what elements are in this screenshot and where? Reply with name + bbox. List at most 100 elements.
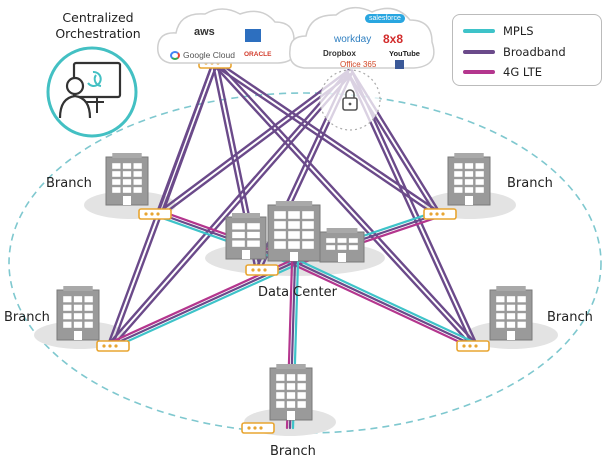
logo-google-dot bbox=[170, 51, 180, 60]
router-data-center-led bbox=[263, 268, 267, 272]
dc-building-center-window bbox=[288, 231, 300, 239]
dc-building-right-door bbox=[338, 253, 346, 262]
router-bottom-led bbox=[253, 426, 257, 430]
branch-building-bottom-window bbox=[297, 401, 306, 408]
branch-building-bottom-window bbox=[276, 374, 285, 381]
branch-building-bottom-window bbox=[286, 383, 296, 390]
logo-office365: Office 365 bbox=[340, 60, 377, 69]
branch-building-top-right-window bbox=[475, 163, 484, 169]
branch-building-mid-right-window bbox=[517, 304, 526, 311]
dc-building-left-door bbox=[242, 250, 250, 259]
router-top-left-led bbox=[156, 212, 160, 216]
branch-building-top-right-window bbox=[475, 171, 484, 177]
branch-building-top-left-window bbox=[122, 163, 132, 169]
branch-building-bottom-window bbox=[286, 401, 296, 408]
broadband-link-dc-3 bbox=[293, 260, 477, 348]
branch-building-mid-right bbox=[489, 286, 533, 341]
logo-8x8: 8x8 bbox=[383, 32, 404, 46]
branch-building-top-right-window bbox=[454, 163, 463, 169]
branch-building-mid-right-window bbox=[496, 304, 505, 311]
branch-label-bottom: Branch bbox=[270, 444, 316, 459]
dc-building-right bbox=[319, 228, 365, 263]
dc-building-right-roof bbox=[326, 228, 358, 233]
orchestration-icon bbox=[46, 46, 138, 138]
dc-building-left-window bbox=[247, 223, 260, 230]
router-mid-left-led bbox=[102, 344, 106, 348]
router-bottom-body bbox=[241, 422, 275, 434]
branch-building-top-left-door bbox=[123, 196, 131, 205]
router-data-center-led bbox=[257, 268, 261, 272]
legend-label-lte: 4G LTE bbox=[503, 65, 542, 79]
orchestration-label: Centralized bbox=[58, 10, 138, 25]
branch-building-mid-left-window bbox=[84, 313, 93, 320]
router-data-center-led bbox=[251, 268, 255, 272]
legend-swatch-broadband bbox=[463, 50, 495, 54]
logo-oracle: ORACLE bbox=[244, 51, 272, 58]
router-data-center-body bbox=[245, 264, 279, 276]
branch-building-mid-left-window bbox=[84, 296, 93, 303]
branch-building-bottom-window bbox=[276, 401, 285, 408]
router-mid-left-led bbox=[108, 344, 112, 348]
branch-building-mid-right-window bbox=[496, 296, 505, 303]
branch-building-top-right-window bbox=[454, 171, 463, 177]
branch-building-mid-left-window bbox=[63, 321, 72, 328]
router-bottom bbox=[241, 422, 275, 434]
branch-building-mid-right-roof bbox=[496, 286, 526, 291]
branch-building-top-right-window bbox=[475, 179, 484, 185]
orchestration-label-line2: Orchestration bbox=[55, 26, 141, 41]
logo-youtube: YouTube bbox=[389, 49, 420, 58]
security-lock-icon bbox=[319, 69, 381, 131]
branch-building-mid-right-window bbox=[517, 296, 526, 303]
branch-building-bottom-window bbox=[286, 392, 296, 399]
branch-building-mid-right-window bbox=[517, 313, 526, 320]
dc-building-right-window bbox=[337, 238, 347, 243]
dc-building-center bbox=[267, 201, 321, 262]
logo-facebook bbox=[395, 60, 404, 69]
router-top-left bbox=[138, 208, 172, 220]
router-top-left-led bbox=[150, 212, 154, 216]
dc-building-center-door bbox=[290, 252, 298, 261]
branch-building-mid-right-window bbox=[506, 313, 516, 320]
branch-building-top-right-window bbox=[454, 187, 463, 193]
router-mid-right-body bbox=[456, 340, 490, 352]
branch-building-top-left bbox=[105, 153, 149, 206]
logo-salesforce: salesforce bbox=[365, 14, 405, 23]
lte-link-dc-3 bbox=[292, 263, 475, 350]
broadband-link-cloud-0-3 bbox=[215, 60, 478, 346]
legend-label-mpls: MPLS bbox=[503, 24, 534, 38]
router-mid-left-led bbox=[114, 344, 118, 348]
branch-building-top-left-window bbox=[133, 171, 142, 177]
branch-building-bottom-roof bbox=[276, 364, 306, 369]
branch-building-top-left-window bbox=[122, 171, 132, 177]
dc-building-center-roof bbox=[275, 201, 313, 206]
branch-building-mid-right-window bbox=[496, 321, 505, 328]
broadband-link-cloud-0-1 bbox=[215, 59, 441, 214]
legend: MPLS Broadband 4G LTE bbox=[452, 14, 602, 86]
branch-building-top-left-window bbox=[133, 163, 142, 169]
router-mid-left-body bbox=[96, 340, 130, 352]
broadband-link-cloud-0-2 bbox=[110, 62, 219, 348]
branch-building-top-left-window bbox=[122, 187, 132, 193]
logo-google-cloud: Google Cloud bbox=[183, 50, 235, 60]
router-mid-right-led bbox=[474, 344, 478, 348]
legend-swatch-mpls bbox=[463, 29, 495, 33]
router-data-center bbox=[245, 264, 279, 276]
dc-building-right-window bbox=[348, 245, 358, 250]
branch-building-bottom-window bbox=[286, 374, 296, 381]
branch-building-top-right bbox=[447, 153, 491, 206]
branch-building-bottom-window bbox=[297, 383, 306, 390]
dc-building-left-window bbox=[247, 231, 260, 239]
broadband-link-cloud-0-1-b bbox=[212, 63, 438, 218]
broadband-link-dc-2 bbox=[108, 260, 297, 348]
branch-building-top-right-window bbox=[464, 187, 474, 193]
branch-building-mid-right-window bbox=[506, 304, 516, 311]
branch-building-mid-left-window bbox=[63, 313, 72, 320]
branch-building-top-right-roof bbox=[454, 153, 484, 158]
branch-label-mid-right: Branch bbox=[547, 310, 593, 325]
branch-building-bottom-window bbox=[297, 392, 306, 399]
router-mid-right-led bbox=[468, 344, 472, 348]
branch-building-top-left-window bbox=[112, 163, 121, 169]
branch-building-bottom-door bbox=[287, 411, 295, 420]
branch-building-top-left-window bbox=[112, 187, 121, 193]
data-center-label: Data Center bbox=[258, 285, 337, 300]
